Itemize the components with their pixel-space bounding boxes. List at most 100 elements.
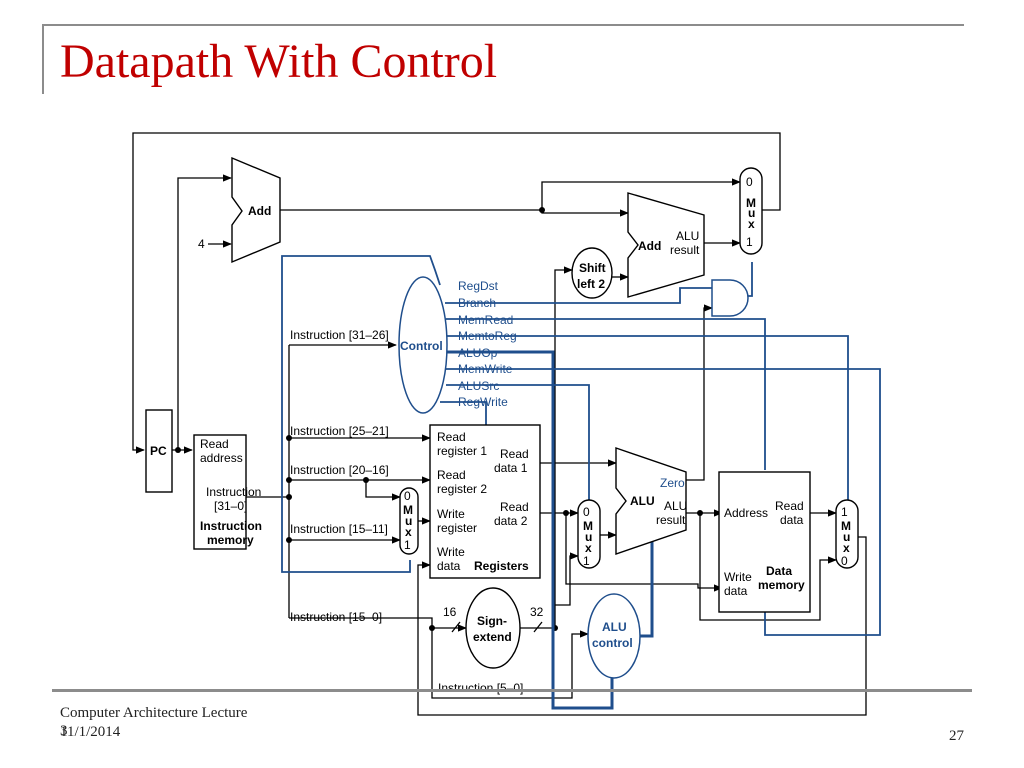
svg-text:MemWrite: MemWrite: [458, 362, 513, 376]
svg-text:Instruction [25–21]: Instruction [25–21]: [290, 424, 389, 438]
footer-rule: [52, 689, 972, 692]
svg-text:memory: memory: [758, 578, 805, 592]
pc-register: PC: [145, 409, 173, 493]
svg-text:memory: memory: [207, 533, 254, 547]
constant-four: 4: [198, 237, 205, 251]
svg-text:[31–0]: [31–0]: [214, 499, 247, 513]
sign-extend: Sign- extend 16 32: [443, 587, 544, 669]
svg-text:x: x: [585, 541, 592, 555]
svg-text:u: u: [585, 530, 592, 544]
register-file: Read register 1 Read register 2 Write re…: [429, 424, 541, 579]
shift-left-2: Shift left 2: [571, 247, 613, 299]
svg-text:RegWrite: RegWrite: [458, 395, 508, 409]
svg-text:MemtoReg: MemtoReg: [458, 329, 517, 343]
svg-text:0: 0: [841, 554, 848, 568]
branch-and-gate: [711, 279, 749, 317]
svg-text:data: data: [780, 513, 804, 527]
svg-text:Instruction: Instruction: [200, 519, 262, 533]
control-unit: Control: [398, 276, 448, 414]
svg-text:M: M: [746, 196, 756, 210]
svg-text:register 1: register 1: [437, 444, 487, 458]
memtoreg-mux: 1 M u x 0: [835, 499, 859, 569]
svg-text:Read: Read: [437, 430, 466, 444]
svg-text:left 2: left 2: [577, 277, 605, 291]
svg-text:ALUSrc: ALUSrc: [458, 379, 499, 393]
svg-text:u: u: [843, 530, 850, 544]
svg-text:1: 1: [841, 505, 848, 519]
svg-text:M: M: [403, 503, 413, 517]
footer-course: Computer Architecture Lecture 11/1/2014: [60, 704, 247, 742]
svg-text:Sign-: Sign-: [477, 614, 507, 628]
pcsrc-mux: 0 M u x 1: [739, 167, 763, 255]
svg-text:u: u: [748, 206, 755, 220]
svg-text:ALUOp: ALUOp: [458, 346, 498, 360]
svg-text:Read: Read: [500, 500, 529, 514]
svg-text:Instruction: Instruction: [206, 485, 261, 499]
regdst-mux: 0 M u x 1: [399, 487, 419, 555]
svg-text:Read: Read: [437, 468, 466, 482]
svg-text:RegDst: RegDst: [458, 279, 499, 293]
svg-text:MemRead: MemRead: [458, 313, 513, 327]
svg-text:data 1: data 1: [494, 461, 528, 475]
svg-text:data 2: data 2: [494, 514, 528, 528]
slide-title: Datapath With Control: [60, 35, 498, 88]
svg-text:Instruction [15–0]: Instruction [15–0]: [290, 610, 382, 624]
svg-text:Branch: Branch: [458, 296, 496, 310]
svg-text:M: M: [583, 519, 593, 533]
control-wires: [281, 255, 881, 710]
footer-ghost-number: 3: [60, 723, 68, 739]
svg-text:ALU: ALU: [676, 229, 699, 243]
svg-text:data: data: [724, 584, 748, 598]
svg-text:PC: PC: [150, 444, 167, 458]
svg-text:ALU: ALU: [602, 620, 627, 634]
instruction-memory: Read address Instruction [31–0] Instruct…: [193, 434, 262, 550]
svg-text:32: 32: [530, 605, 544, 619]
svg-text:ALU: ALU: [630, 494, 655, 508]
slide-number: 27: [949, 728, 964, 744]
svg-text:data: data: [437, 559, 461, 573]
control-signal-labels: RegDst Branch MemRead MemtoReg ALUOp Mem…: [458, 279, 517, 409]
svg-text:1: 1: [404, 538, 411, 552]
svg-text:Address: Address: [724, 506, 768, 520]
svg-text:Instruction [15–11]: Instruction [15–11]: [290, 522, 388, 536]
svg-text:Registers: Registers: [474, 559, 529, 573]
footer-course-title: Computer Architecture Lecture: [60, 705, 248, 721]
svg-text:register: register: [437, 521, 477, 535]
footer-date: 11/1/2014: [60, 724, 121, 740]
svg-text:16: 16: [443, 605, 457, 619]
instruction-field-labels: Instruction [31–26] Instruction [25–21] …: [290, 328, 523, 695]
svg-text:Add: Add: [248, 204, 271, 218]
svg-text:x: x: [843, 541, 850, 555]
main-alu: ALU Zero ALU result: [615, 447, 687, 555]
alu-control: ALU control: [587, 593, 641, 679]
svg-text:0: 0: [583, 505, 590, 519]
wire-junctions: [175, 207, 703, 631]
svg-text:x: x: [748, 217, 755, 231]
svg-text:control: control: [592, 636, 633, 650]
svg-text:Control: Control: [400, 339, 443, 353]
frame-top-rule: [42, 24, 964, 26]
svg-text:0: 0: [746, 175, 753, 189]
frame-left-rule: [42, 24, 44, 94]
svg-text:Read: Read: [500, 447, 529, 461]
svg-text:Shift: Shift: [579, 261, 606, 275]
svg-text:Instruction [20–16]: Instruction [20–16]: [290, 463, 389, 477]
svg-text:Read: Read: [775, 499, 804, 513]
svg-text:Instruction [31–26]: Instruction [31–26]: [290, 328, 389, 342]
svg-text:result: result: [670, 243, 700, 257]
svg-text:x: x: [405, 525, 412, 539]
svg-text:Write: Write: [437, 507, 465, 521]
svg-text:Add: Add: [638, 239, 661, 253]
svg-text:Read: Read: [200, 437, 229, 451]
svg-text:Write: Write: [724, 570, 752, 584]
svg-text:0: 0: [404, 489, 411, 503]
svg-text:address: address: [200, 451, 243, 465]
data-memory: Address Read data Write data Data memory: [718, 471, 811, 613]
pc-adder: Add: [231, 156, 281, 264]
svg-text:Data: Data: [766, 564, 792, 578]
svg-text:result: result: [656, 513, 686, 527]
svg-text:extend: extend: [473, 630, 512, 644]
svg-text:register 2: register 2: [437, 482, 487, 496]
svg-text:Write: Write: [437, 545, 465, 559]
svg-text:Instruction [5–0]: Instruction [5–0]: [438, 681, 523, 695]
